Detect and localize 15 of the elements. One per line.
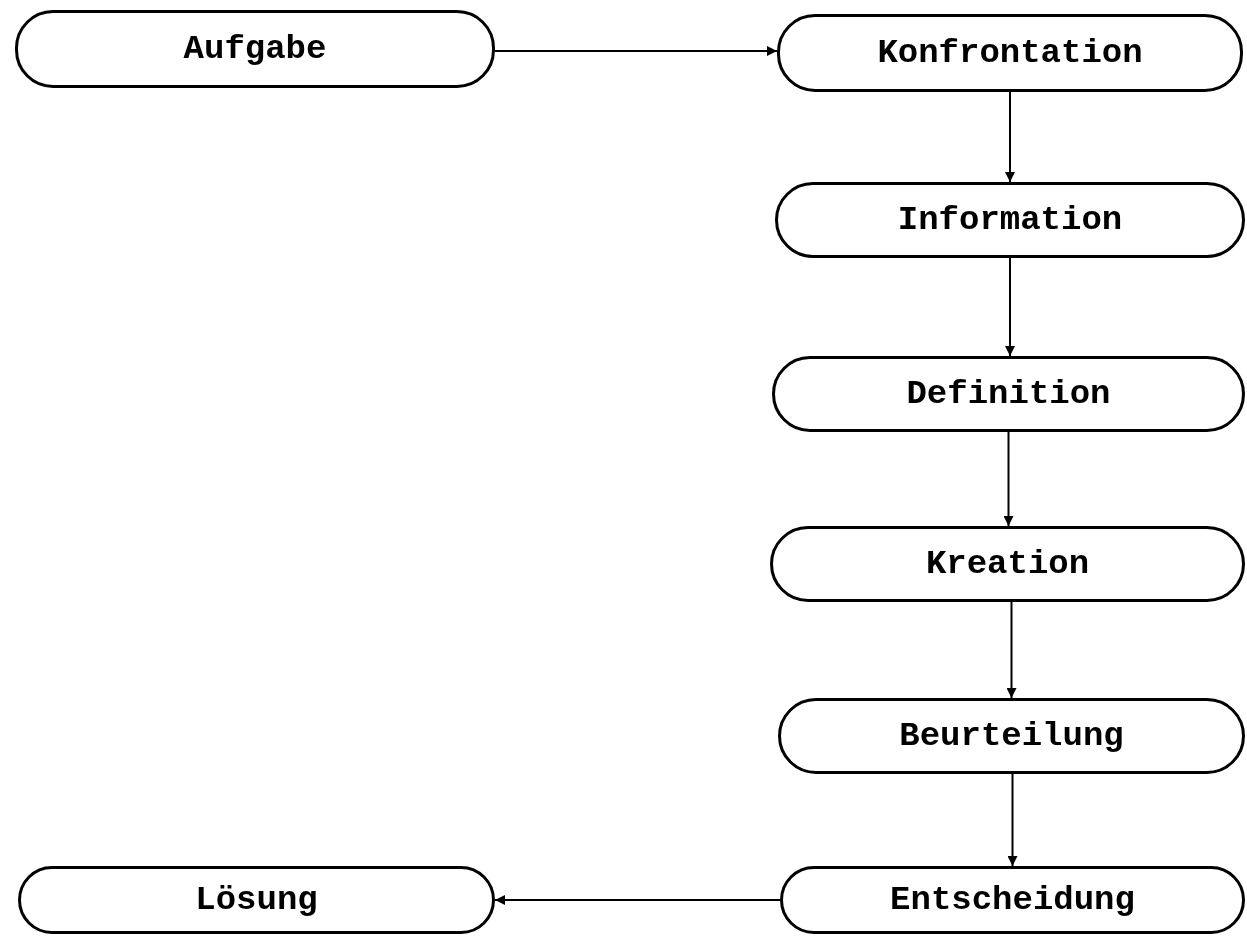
node-label: Kreation [925, 545, 1090, 583]
node-label: Konfrontation [877, 34, 1143, 72]
node-label: Beurteilung [899, 717, 1124, 755]
node-label: Lösung [195, 881, 318, 919]
node-label: Definition [906, 375, 1111, 413]
arrow [494, 46, 778, 56]
arrow [1003, 431, 1014, 527]
arrow [1005, 91, 1015, 183]
node-label: Entscheidung [890, 881, 1135, 919]
arrow [494, 895, 781, 905]
arrow [1007, 773, 1018, 867]
arrow [1005, 257, 1015, 357]
node-label: Aufgabe [183, 30, 327, 68]
arrow [1006, 601, 1017, 699]
node-label: Information [897, 201, 1123, 239]
